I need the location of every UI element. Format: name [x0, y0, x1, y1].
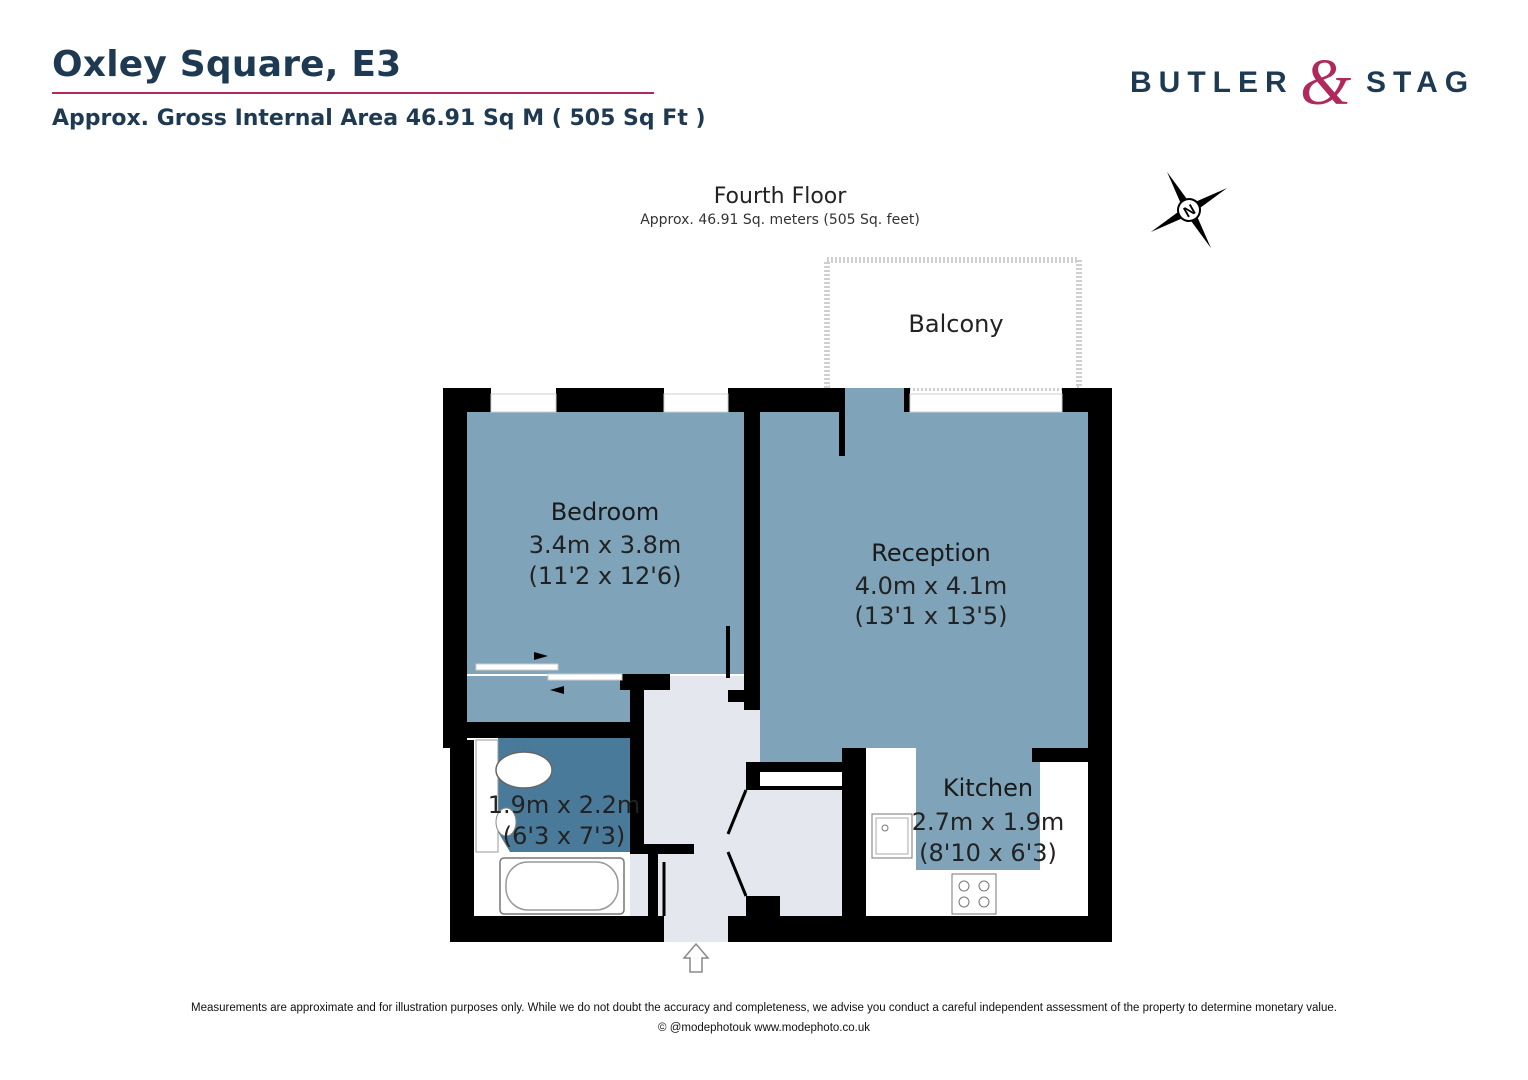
- kitchen-fixtures: [871, 813, 997, 915]
- kitchen-imperial: (8'10 x 6'3): [919, 839, 1057, 867]
- reception-name: Reception: [871, 539, 991, 567]
- bedroom-window-2: [663, 393, 729, 413]
- bedroom-window-1: [490, 393, 557, 413]
- logo-ampersand: &: [1300, 52, 1352, 114]
- bedroom-name: Bedroom: [551, 498, 660, 526]
- reception-imperial: (13'1 x 13'5): [855, 602, 1008, 630]
- kitchen-metric: 2.7m x 1.9m: [912, 808, 1065, 836]
- north-compass-icon: N: [1150, 171, 1228, 249]
- bathroom-fixtures: [475, 739, 625, 915]
- reception-door-gap: [842, 388, 904, 414]
- wardrobe-doors: [475, 652, 623, 694]
- gross-internal-area: Approx. Gross Internal Area 46.91 Sq M (…: [52, 106, 706, 131]
- floor-area: Approx. 46.91 Sq. meters (505 Sq. feet): [640, 212, 920, 228]
- kitchen-blue-zone: [916, 748, 1040, 870]
- butler-stag-logo: BUTLER & STAG: [1130, 52, 1475, 114]
- disclaimer-text: Measurements are approximate and for ill…: [191, 1002, 1337, 1014]
- bedroom-metric: 3.4m x 3.8m: [529, 531, 682, 559]
- wardrobe-fill: [466, 676, 630, 722]
- balcony-label: Balcony: [908, 310, 1003, 338]
- logo-right-text: STAG: [1366, 66, 1475, 99]
- walls: [443, 388, 1112, 942]
- bathroom-imperial: (6'3 x 7'3): [503, 822, 625, 850]
- photo-credit: © @modephotouk www.modephoto.co.uk: [658, 1022, 870, 1034]
- entrance-arrow-icon: [682, 942, 710, 973]
- logo-left-text: BUTLER: [1130, 66, 1294, 99]
- reception-fill: [760, 412, 1088, 748]
- balcony: [824, 257, 1082, 391]
- doors: [662, 789, 748, 916]
- bedroom-fill: [466, 412, 744, 674]
- title-divider: [52, 92, 654, 94]
- bathroom-metric: 1.9m x 2.2m: [488, 791, 641, 819]
- bedroom-imperial: (11'2 x 12'6): [529, 562, 682, 590]
- property-title: Oxley Square, E3: [52, 44, 402, 85]
- cupboard-fill: [760, 786, 842, 916]
- reception-metric: 4.0m x 4.1m: [855, 572, 1008, 600]
- reception-window: [909, 393, 1063, 413]
- kitchen-name: Kitchen: [943, 774, 1033, 802]
- floor-name: Fourth Floor: [713, 184, 847, 209]
